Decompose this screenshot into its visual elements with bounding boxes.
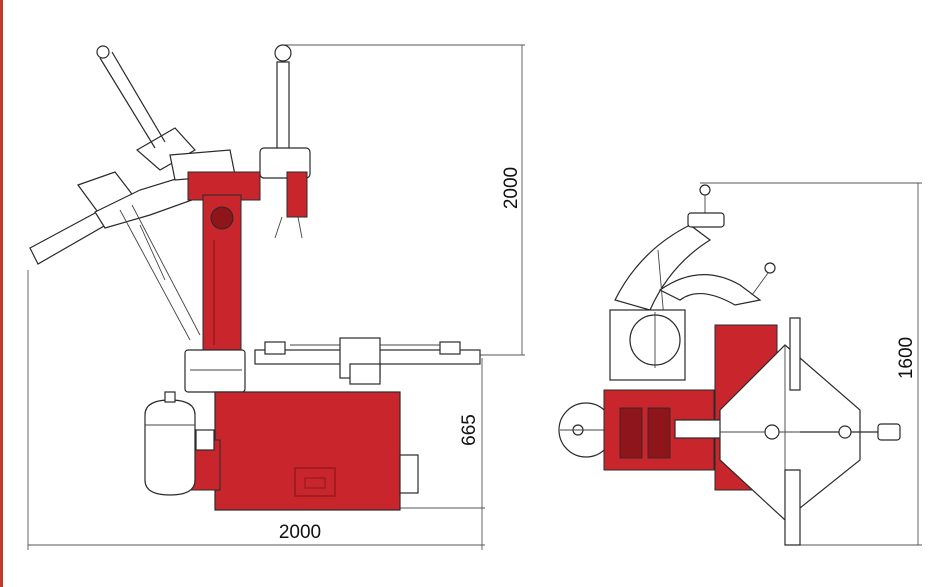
top-view: 1600 bbox=[558, 182, 922, 546]
top-turntable bbox=[719, 317, 901, 546]
turntable bbox=[254, 337, 481, 385]
top-dimension-lines bbox=[700, 182, 922, 546]
side-view: 2000 665 2000 bbox=[27, 44, 525, 550]
vertical-tool-column bbox=[259, 44, 311, 239]
top-arms bbox=[614, 184, 776, 331]
side-width-label: 2000 bbox=[279, 522, 321, 543]
top-depth-label: 1600 bbox=[896, 337, 917, 379]
red-cabinet bbox=[189, 391, 419, 511]
head-housing bbox=[184, 349, 246, 393]
side-table-height-label: 665 bbox=[459, 414, 480, 446]
edge-accent-bar bbox=[0, 0, 3, 587]
side-height-label: 2000 bbox=[501, 167, 522, 209]
top-tool-head bbox=[609, 309, 686, 381]
air-tank bbox=[144, 391, 215, 496]
red-post bbox=[187, 171, 261, 351]
